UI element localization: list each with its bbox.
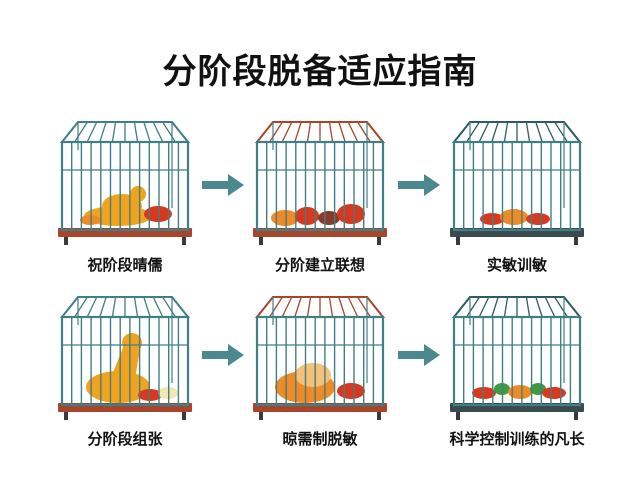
cage-panel-6 — [442, 285, 592, 435]
arrow-right-icon — [398, 344, 440, 366]
step-4-label: 分阶段组张 — [87, 430, 163, 448]
step-3-label: 实敏训敏 — [486, 256, 547, 274]
cage-panel-2 — [245, 110, 395, 260]
page-title: 分阶段脱备适应指南 — [162, 52, 478, 92]
cage-panel-3 — [442, 110, 592, 260]
step-1-label: 祝阶段晴儒 — [87, 256, 163, 274]
arrow-right-icon — [202, 344, 244, 366]
cage-panel-5 — [245, 285, 395, 435]
cage-panel-4 — [50, 285, 200, 435]
step-2-label: 分阶建立联想 — [274, 256, 365, 274]
arrow-right-icon — [202, 174, 244, 196]
step-6-label: 科学控制训练的凡长 — [449, 430, 585, 448]
cage-panel-1 — [50, 110, 200, 260]
step-5-label: 晾需制脱敏 — [282, 430, 358, 448]
arrow-right-icon — [398, 174, 440, 196]
